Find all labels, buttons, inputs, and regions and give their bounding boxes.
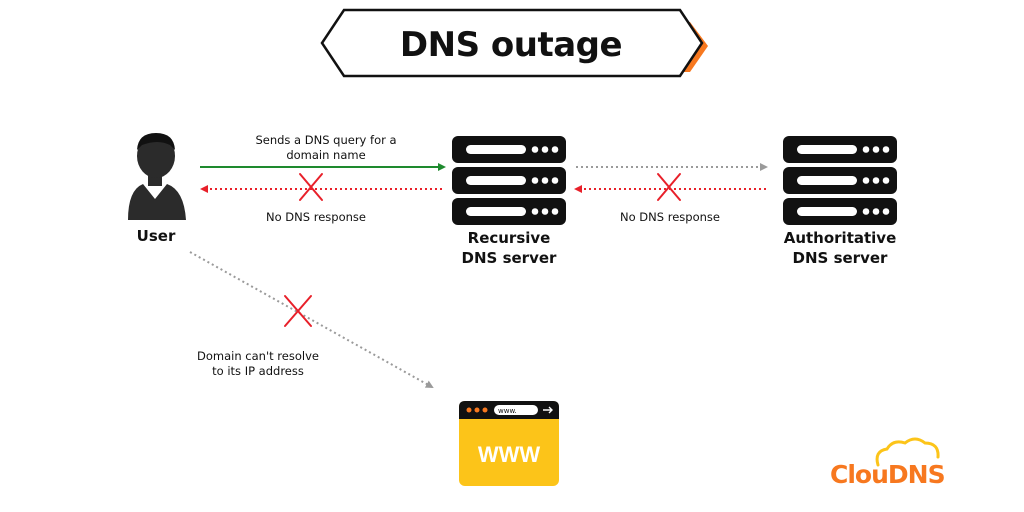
browser-address-text: www. xyxy=(498,407,517,415)
cloud-icon xyxy=(875,437,940,467)
no-response-label-left: No DNS response xyxy=(266,210,366,224)
arrow-icon xyxy=(543,406,553,414)
recursive-server-icon xyxy=(452,136,566,225)
browser-content-text: WWW xyxy=(478,442,541,467)
cross-icon-right xyxy=(657,173,681,201)
authoritative-server-icon xyxy=(783,136,897,225)
authoritative-server-label: Authoritative DNS server xyxy=(783,229,897,267)
cross-icon-diagonal xyxy=(284,295,312,327)
query-label: Sends a DNS query for a domain name xyxy=(255,133,397,162)
user-label: User xyxy=(136,227,176,245)
user-icon xyxy=(128,133,186,220)
cross-icon-left xyxy=(299,173,323,201)
page-title: DNS outage xyxy=(399,25,623,65)
resolve-attempt-arrow xyxy=(189,251,434,388)
no-response-label-right: No DNS response xyxy=(620,210,720,224)
cloudns-logo: ClouDNS xyxy=(830,460,946,489)
browser-window-icon: www. WWW xyxy=(459,401,559,486)
title-banner xyxy=(320,8,708,78)
resolve-fail-label: Domain can't resolve to its IP address xyxy=(197,349,319,378)
recursive-server-label: Recursive DNS server xyxy=(461,229,557,267)
